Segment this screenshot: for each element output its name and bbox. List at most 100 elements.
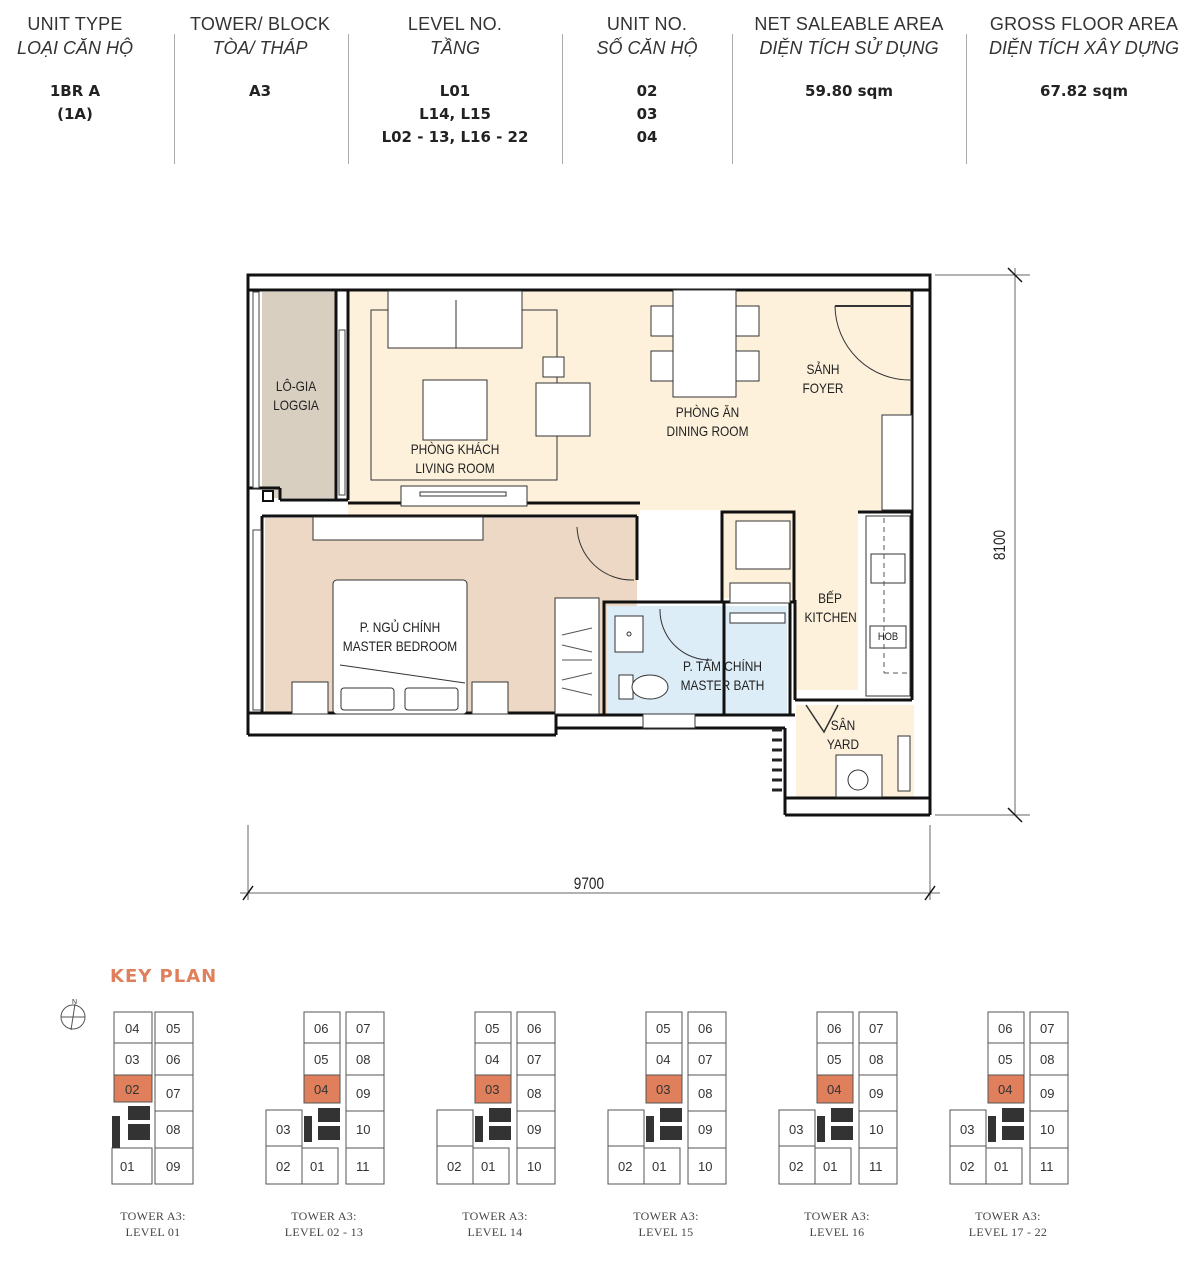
svg-text:10: 10 [869, 1122, 883, 1137]
svg-text:08: 08 [869, 1052, 883, 1067]
spec-value: L01 [439, 82, 471, 100]
spec-unit-no: UNIT NO. SỐ CĂN HỘ 02 03 04 [563, 12, 731, 157]
svg-text:01: 01 [310, 1159, 324, 1174]
spec-label-vi: DIỆN TÍCH SỬ DỤNG [759, 38, 939, 58]
keyplan-drawing: 04 03 02 01 05 06 07 08 09 [111, 1011, 194, 1185]
svg-text:03: 03 [485, 1082, 499, 1097]
keyplan-level-15: 05 04 03 06 07 08 09 10 02 01 [602, 1008, 762, 1248]
room-name-vi: SẢNH [806, 361, 840, 377]
svg-text:04: 04 [485, 1052, 499, 1067]
caption-tower: TOWER A3: [975, 1209, 1041, 1223]
keyplan-caption: TOWER A3: LEVEL 17 - 22 [938, 1208, 1078, 1240]
svg-text:04: 04 [827, 1082, 841, 1097]
svg-text:02: 02 [125, 1082, 139, 1097]
room-name-vi: PHÒNG ĂN [675, 404, 740, 420]
keyplan-level-02-13: 06 05 04 07 08 09 10 11 03 02 01 [260, 1008, 420, 1248]
keyplan-level-01: 04 03 02 01 05 06 07 08 09 [100, 1008, 260, 1248]
caption-tower: TOWER A3: [291, 1209, 357, 1223]
spec-value: L02 - 13, L16 - 22 [381, 128, 529, 146]
svg-text:10: 10 [356, 1122, 370, 1137]
caption-level: LEVEL 15 [638, 1225, 694, 1239]
room-name-en: KITCHEN [804, 609, 857, 625]
floor-plan: LÔ-GIA LOGGIA PHÒNG KHÁCH LIVING ROOM PH… [240, 267, 1030, 901]
height-dimension: 8100 [989, 529, 1009, 561]
caption-level: LEVEL 01 [125, 1225, 181, 1239]
room-name-vi: PHÒNG KHÁCH [410, 441, 500, 457]
caption-level: LEVEL 14 [467, 1225, 523, 1239]
svg-text:06: 06 [166, 1052, 180, 1067]
room-name-en: MASTER BEDROOM [342, 638, 458, 654]
svg-text:04: 04 [125, 1021, 139, 1036]
svg-text:10: 10 [1040, 1122, 1054, 1137]
svg-text:01: 01 [823, 1159, 837, 1174]
svg-text:08: 08 [698, 1086, 712, 1101]
keyplan-level-14: 05 04 03 06 07 08 09 10 02 01 [431, 1008, 591, 1248]
floor-plan-drawing [240, 267, 1030, 901]
svg-text:06: 06 [827, 1021, 841, 1036]
room-label-kitchen: BẾP KITCHEN [804, 589, 857, 627]
caption-tower: TOWER A3: [804, 1209, 870, 1223]
svg-text:05: 05 [314, 1052, 328, 1067]
room-name-vi: BẾP [818, 590, 842, 606]
width-dimension: 9700 [573, 874, 605, 893]
room-name-vi: SÂN [830, 717, 856, 733]
svg-text:04: 04 [998, 1082, 1012, 1097]
caption-tower: TOWER A3: [120, 1209, 186, 1223]
spec-value: 1BR A [49, 82, 101, 100]
spec-net-area: NET SALEABLE AREA DIỆN TÍCH SỬ DỤNG 59.8… [734, 12, 964, 157]
caption-level: LEVEL 16 [809, 1225, 865, 1239]
spec-value: 03 [636, 105, 658, 123]
spec-gross-area: GROSS FLOOR AREA DIỆN TÍCH XÂY DỰNG 67.8… [968, 12, 1200, 157]
svg-text:05: 05 [485, 1021, 499, 1036]
spec-value: 59.80 sqm [805, 82, 893, 100]
svg-text:03: 03 [276, 1122, 290, 1137]
svg-text:03: 03 [960, 1122, 974, 1137]
svg-text:06: 06 [698, 1021, 712, 1036]
room-name-en: MASTER BATH [680, 677, 765, 693]
spec-label-en: UNIT NO. [606, 14, 688, 34]
svg-text:05: 05 [827, 1052, 841, 1067]
spec-label-vi: TÒA/ THÁP [212, 38, 308, 58]
divider [966, 34, 967, 164]
svg-text:11: 11 [1040, 1159, 1054, 1174]
divider [348, 34, 349, 164]
room-label-dining: PHÒNG ĂN DINING ROOM [663, 403, 752, 441]
svg-text:07: 07 [356, 1021, 370, 1036]
svg-text:08: 08 [527, 1086, 541, 1101]
caption-level: LEVEL 02 - 13 [284, 1225, 364, 1239]
svg-text:09: 09 [356, 1086, 370, 1101]
svg-text:09: 09 [527, 1122, 541, 1137]
divider [732, 34, 733, 164]
spec-label-en: NET SALEABLE AREA [754, 14, 944, 34]
svg-text:05: 05 [998, 1052, 1012, 1067]
spec-label-vi: LOẠI CĂN HỘ [16, 38, 134, 58]
svg-text:08: 08 [1040, 1052, 1054, 1067]
svg-text:07: 07 [698, 1052, 712, 1067]
spec-value: (1A) [57, 105, 93, 123]
caption-level: LEVEL 17 - 22 [968, 1225, 1048, 1239]
svg-text:08: 08 [166, 1122, 180, 1137]
loggia-area [262, 292, 336, 498]
svg-text:01: 01 [652, 1159, 666, 1174]
svg-text:04: 04 [656, 1052, 670, 1067]
keyplan-title: KEY PLAN [110, 966, 218, 987]
svg-text:06: 06 [527, 1021, 541, 1036]
room-label-bath: P. TẮM CHÍNH MASTER BATH [674, 657, 772, 695]
spec-tower: TOWER/ BLOCK TÒA/ THÁP A3 [175, 12, 345, 157]
keyplan-caption: TOWER A3: LEVEL 01 [83, 1208, 223, 1240]
svg-text:10: 10 [527, 1159, 541, 1174]
svg-text:08: 08 [356, 1052, 370, 1067]
spec-label-en: LEVEL NO. [407, 14, 503, 34]
keyplan-level-17-22: 06 05 04 07 08 09 10 11 03 02 01 [944, 1008, 1104, 1248]
room-name-en: DINING ROOM [666, 423, 749, 439]
room-label-yard: SÂN YARD [822, 716, 865, 754]
room-label-foyer: SẢNH FOYER [798, 360, 849, 398]
room-label-loggia: LÔ-GIA LOGGIA [269, 377, 323, 415]
room-name-en: LIVING ROOM [415, 460, 495, 476]
svg-text:02: 02 [276, 1159, 290, 1174]
unit-spec-table: UNIT TYPE LOẠI CĂN HỘ 1BR A (1A) TOWER/ … [0, 12, 1200, 164]
svg-text:05: 05 [166, 1021, 180, 1036]
svg-text:11: 11 [869, 1159, 883, 1174]
svg-text:09: 09 [869, 1086, 883, 1101]
svg-text:01: 01 [481, 1159, 495, 1174]
